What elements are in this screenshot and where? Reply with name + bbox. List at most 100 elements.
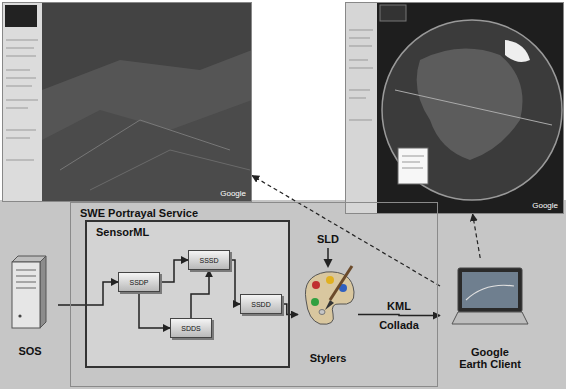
drawing-part [12,262,40,328]
process-box: SSSD [188,250,230,270]
sensorml-group: SensorML SSDP SSSD SDDS SSDD [85,220,290,368]
drawing-part [462,272,518,308]
input-label: SLD [317,233,339,245]
process-box: SDDS [170,318,212,338]
drawing-part [16,282,36,283]
connector-arrow [160,260,188,282]
drawing-part [2,2,252,202]
drawing-part [402,168,423,169]
drawing-part [402,156,424,168]
drawing-part [6,86,32,87]
drawing-part [18,314,21,317]
connector-arrow [358,315,440,316]
dashed-arrow [252,176,440,287]
box-label: SDDS [181,325,200,332]
drawing-part [349,60,368,61]
drawing-part [6,78,36,79]
edge-label: KML [387,300,411,312]
connector-arrow [191,270,209,318]
drawing-part [325,300,334,310]
connector-arrow [139,292,170,328]
node-label: Google Earth Client [458,346,522,371]
screenshot-frame: Google [2,2,252,202]
drawing-part [16,270,36,271]
drawing-part [349,46,372,47]
watermark-text: Google [220,189,246,198]
drawing-part [417,49,523,160]
box-label: SSDD [251,301,270,308]
ground-panel [0,200,566,389]
drawing-part [452,312,528,324]
drawing-part [42,100,252,202]
drawing-part [466,285,514,300]
server-node: SOS [2,250,58,360]
drawing-part [326,276,334,284]
drawing-part [505,40,530,62]
sld-arrow [324,248,333,268]
drawing-part [402,162,420,163]
drawing-part [458,268,522,312]
drawing-part [16,276,36,277]
drawing-part [319,310,325,315]
drawing-part [90,150,250,190]
terrain-screenshot [2,2,252,202]
process-box: SSDP [118,272,160,292]
server-icon [12,256,46,328]
box-label: SSDP [129,279,148,286]
drawing-part [6,160,34,161]
connector-arrow [282,304,298,315]
drawing-part [349,30,373,31]
panel-title: SWE Portrayal Service [80,207,198,219]
drawing-part [324,259,333,268]
drawing-part [349,68,373,69]
drawing-part [345,2,377,214]
globe-screenshot [345,2,564,214]
drawing-part [398,148,428,184]
service-panel: SWE Portrayal ServiceSensorML SSDP SSSD SDD… [70,202,438,387]
drawing-part [6,48,34,49]
drawing-part [6,56,36,57]
drawing-part [345,2,564,214]
dashed-arrow [473,214,481,258]
drawing-part [382,20,562,200]
drawing-part [6,100,38,101]
drawing-part [330,266,352,300]
drawing-part [6,138,30,139]
connector-arrow [58,282,118,305]
drawing-part [16,288,36,289]
group-title: SensorML [96,226,149,238]
drawing-part [312,281,320,289]
node-label: SOS [18,345,41,358]
drawing-part [380,5,406,21]
drawing-part [6,40,38,41]
drawing-part [16,270,36,288]
drawing-part [349,38,370,39]
drawing-part [6,130,36,131]
process-box: SSDD [240,294,282,314]
sensorml-fill [85,220,290,368]
drawing-part [349,120,372,121]
connector-arrow [230,260,240,304]
node-label: Stylers [310,352,347,365]
palette-icon [305,266,354,324]
drawing-part [349,98,366,99]
client-node: Google Earth Client [440,258,540,373]
drawing-part [349,30,373,120]
box-label: SSSD [199,257,218,264]
drawing-part [40,256,46,328]
drawing-part [6,108,28,109]
drawing-part [402,156,424,157]
styler-node: Stylers [298,262,358,367]
drawing-part [6,70,30,71]
drawing-part [349,90,370,91]
laptop-icon [452,268,528,324]
drawing-part [5,5,37,27]
watermark-text: Google [532,201,558,210]
drawing-part [6,40,38,160]
drawing-part [42,50,252,202]
drawing-part [395,90,552,125]
screenshot-frame: Google [345,2,564,214]
drawing-part [2,2,42,202]
